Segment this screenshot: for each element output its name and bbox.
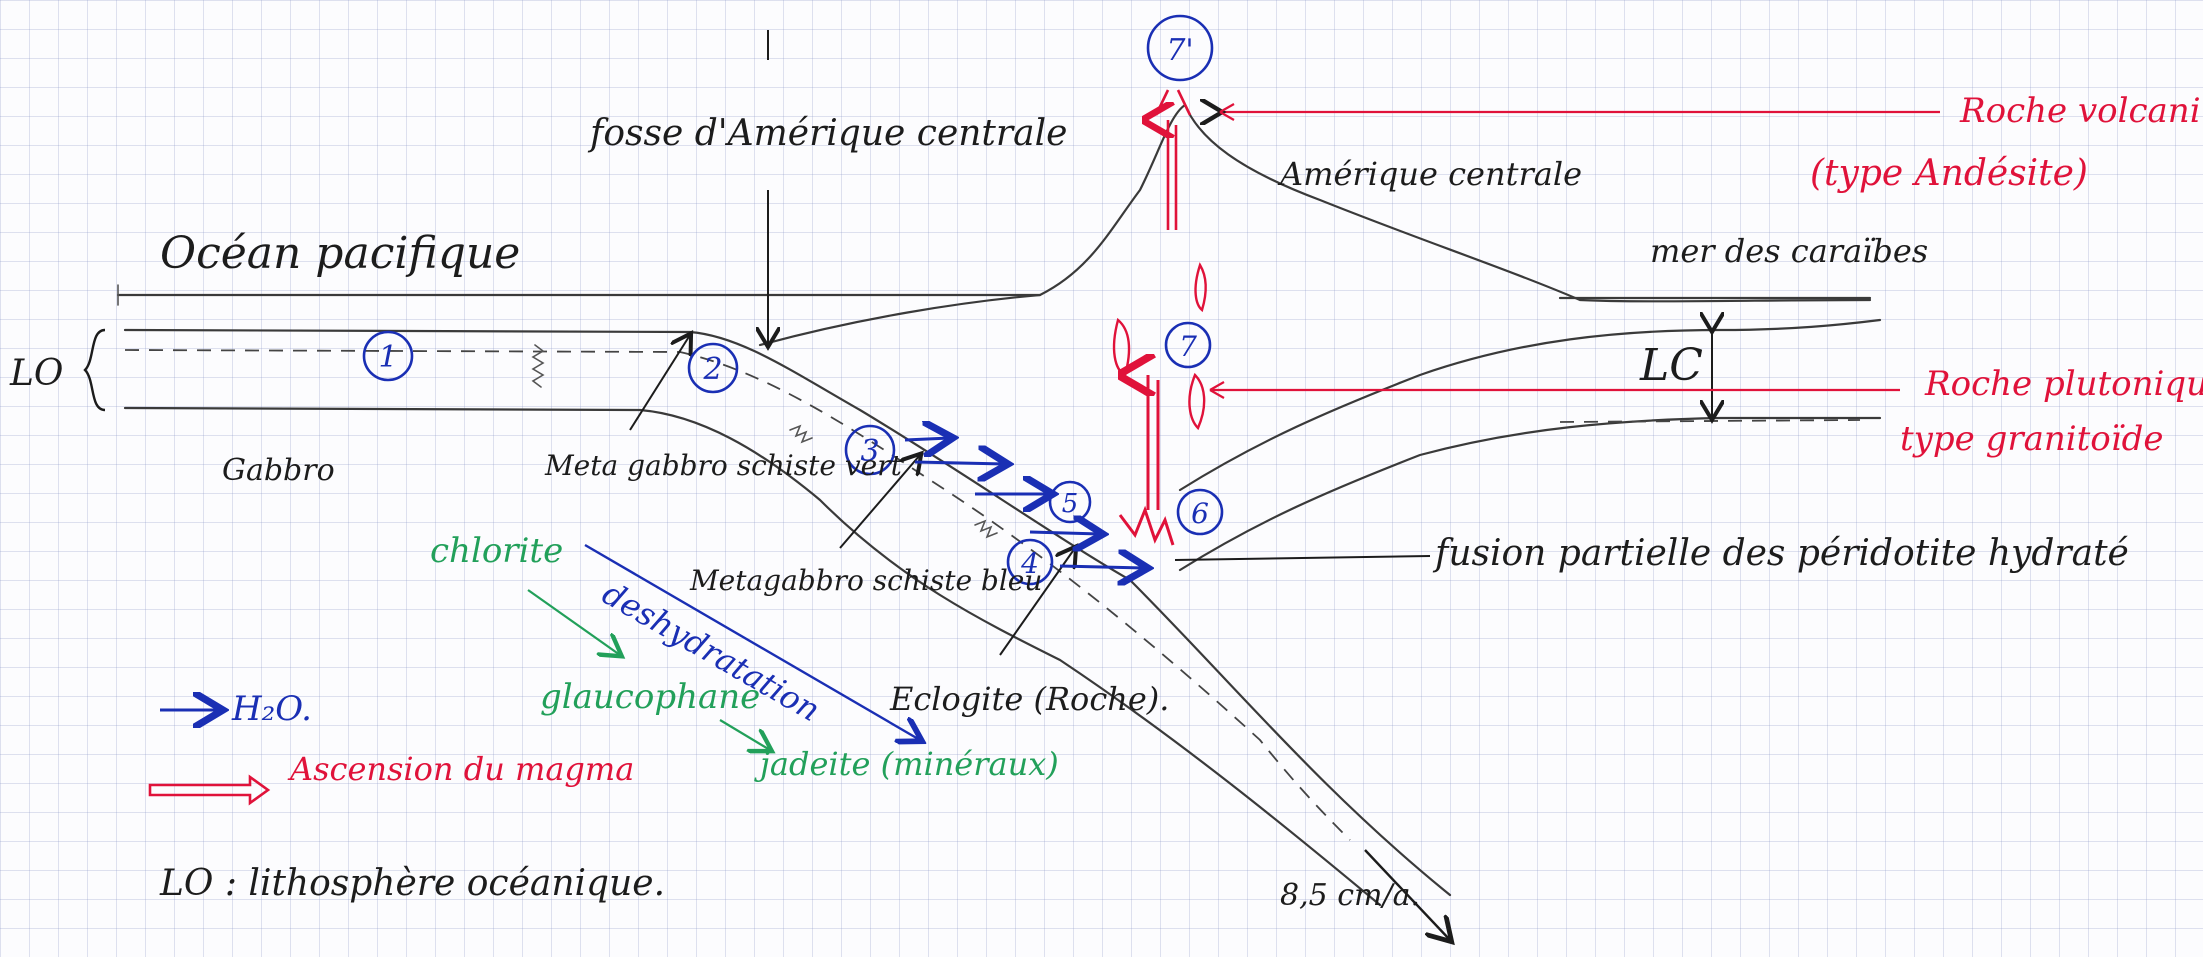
label-roche-plutonique: Roche plutonique (1924, 364, 2203, 404)
label-gabbro: Gabbro (222, 453, 335, 488)
label-ocean: Océan pacifique (160, 228, 520, 279)
lo-brace (83, 328, 106, 412)
mineral-labels: chlorite glaucophane jadeite (minéraux) … (430, 531, 1059, 783)
label-caraibes: mer des caraïbes (1650, 232, 1928, 270)
marker-5: 5 (1062, 489, 1079, 519)
stage-markers: 1 2 3 4 5 6 7 7' (362, 14, 1224, 586)
mineral-arrows (527, 589, 770, 750)
label-glaucophane: glaucophane (540, 677, 760, 717)
label-metagabbro-bleu: Metagabbro schiste bleu (689, 564, 1042, 597)
lc-lower-boundary (1178, 416, 1882, 572)
label-lc: LC (1639, 340, 1703, 391)
label-lo: LO (9, 353, 63, 394)
marker-7: 7 (1179, 330, 1197, 363)
marker-3: 3 (860, 434, 879, 469)
marker-2: 2 (702, 352, 722, 387)
label-type-granitoide: type granitoïde (1900, 419, 2164, 459)
label-jadeite: jadeite (minéraux) (754, 745, 1059, 783)
label-definition-lo: LO : lithosphère océanique. (159, 863, 665, 904)
marker-4: 4 (1020, 547, 1039, 580)
plate-bottom-line (123, 406, 1382, 907)
marker-1: 1 (378, 340, 397, 375)
oceanic-lithosphere (116, 284, 1452, 907)
legend-magma-label: Ascension du magma (287, 750, 634, 788)
label-fosse: fosse d'Amérique centrale (587, 113, 1067, 154)
black-labels: Océan pacifique fosse d'Amérique central… (9, 113, 2129, 913)
label-roche-volcanique: Roche volcanique (1959, 91, 2203, 131)
magma-ascension (1112, 89, 1940, 546)
marker-7-prime: 7' (1166, 33, 1193, 68)
label-fusion: fusion partielle des péridotite hydraté (1432, 533, 2129, 574)
red-labels: Roche volcanique (type Andésite) Roche p… (1810, 91, 2203, 459)
legend: H₂O. Ascension du magma (148, 689, 634, 806)
plate-top-line (123, 328, 1452, 897)
continental-relief (758, 103, 1882, 572)
label-metagabbro-vert: Meta gabbro schiste vert (544, 449, 903, 482)
label-chlorite: chlorite (430, 531, 563, 571)
marker-6: 6 (1191, 497, 1209, 530)
label-eclogite: Eclogite (Roche). (889, 680, 1169, 718)
legend-h2o-label: H₂O. (231, 689, 312, 729)
legend-magma-arrow (148, 774, 271, 806)
label-type-andesite: (type Andésite) (1810, 153, 2088, 194)
label-vitesse: 8,5 cm/a. (1280, 878, 1420, 913)
lc-upper-boundary (1178, 318, 1882, 492)
moho-dashed-line (124, 349, 1351, 841)
relief-line (758, 103, 1872, 347)
label-amerique: Amérique centrale (1277, 155, 1582, 193)
water-arrows (584, 438, 1145, 740)
